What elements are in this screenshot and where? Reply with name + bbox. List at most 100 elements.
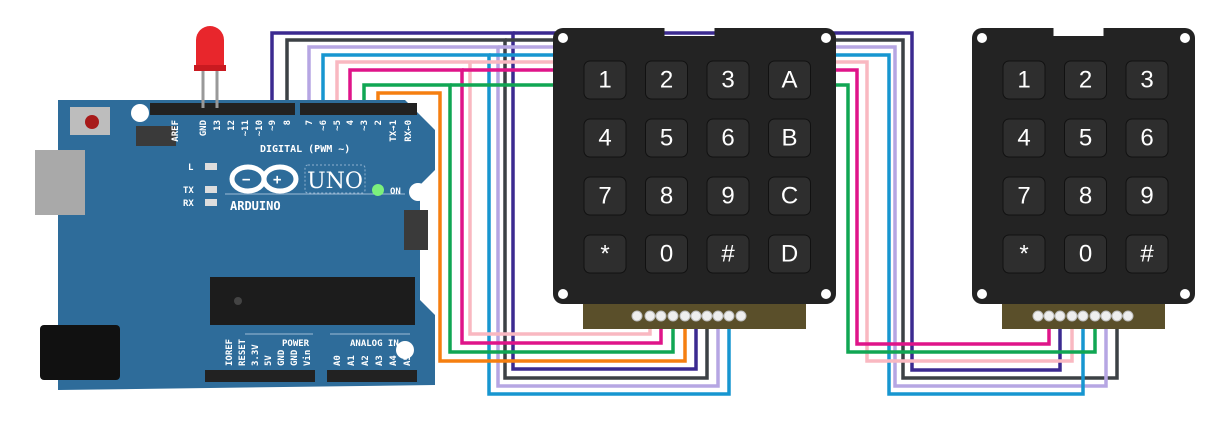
pin-label: GND bbox=[277, 349, 287, 366]
pin-label: 4 bbox=[346, 119, 356, 125]
icsp-header bbox=[136, 126, 176, 146]
key-label: 4 bbox=[598, 125, 611, 152]
pin-label: 2 bbox=[374, 120, 384, 125]
key-label: 8 bbox=[660, 183, 673, 210]
analog-label: ANALOG IN bbox=[350, 339, 399, 349]
key-6[interactable]: 6 bbox=[1125, 118, 1169, 158]
on-label: ON bbox=[390, 187, 401, 197]
led-label-tx: TX bbox=[183, 186, 194, 196]
key-#[interactable]: # bbox=[706, 234, 750, 274]
wire-pin-3-to-keypad-4x4[interactable] bbox=[362, 83, 675, 354]
key-label: 7 bbox=[598, 183, 611, 210]
key-9[interactable]: 9 bbox=[1125, 176, 1169, 216]
key-label: D bbox=[781, 241, 798, 268]
wire-pin-4-to-keypad-4x4[interactable] bbox=[348, 68, 663, 345]
wire-pin-8-to-keypad-4x4[interactable] bbox=[285, 38, 709, 380]
wire-pin-7-to-keypad-4x4[interactable] bbox=[307, 45, 720, 388]
key-label: 1 bbox=[1017, 67, 1030, 94]
key-3[interactable]: 3 bbox=[1125, 60, 1169, 100]
key-label: 6 bbox=[721, 125, 734, 152]
pin-label: ~3 bbox=[360, 120, 370, 131]
key-label: 7 bbox=[1017, 183, 1030, 210]
key-label: 5 bbox=[1079, 125, 1092, 152]
keypad-3x4: 1 2 3 4 5 6 7 8 9 * 0 # bbox=[972, 28, 1195, 329]
pin-label: ~10 bbox=[255, 120, 265, 136]
key-label: 6 bbox=[1140, 125, 1153, 152]
wire-pin-9-to-keypad-4x4[interactable] bbox=[270, 31, 698, 371]
key-7[interactable]: 7 bbox=[583, 176, 627, 216]
pin-label: GND bbox=[199, 119, 209, 136]
key-label: 5 bbox=[660, 125, 673, 152]
key-label: 4 bbox=[1017, 125, 1030, 152]
pin-label: ~9 bbox=[268, 120, 278, 131]
key-label: 8 bbox=[1079, 183, 1092, 210]
power-label: POWER bbox=[282, 339, 310, 349]
key-4[interactable]: 4 bbox=[583, 118, 627, 158]
pin-label: 3.3V bbox=[251, 344, 261, 366]
key-5[interactable]: 5 bbox=[645, 118, 688, 158]
key-2[interactable]: 2 bbox=[645, 60, 688, 100]
arduino-logo: − + bbox=[229, 164, 299, 194]
key-label: 3 bbox=[721, 67, 734, 94]
key-9[interactable]: 9 bbox=[706, 176, 750, 216]
on-led bbox=[372, 184, 384, 196]
key-label: 1 bbox=[598, 67, 611, 94]
key-C[interactable]: C bbox=[768, 176, 811, 216]
key-label: 3 bbox=[1140, 67, 1153, 94]
key-label: 9 bbox=[1140, 183, 1153, 210]
pin-label: 5V bbox=[264, 355, 274, 366]
key-1[interactable]: 1 bbox=[583, 60, 627, 100]
pin-label: A5 bbox=[403, 355, 413, 366]
svg-text:−: − bbox=[242, 172, 250, 188]
key-6[interactable]: 6 bbox=[706, 118, 750, 158]
key-0[interactable]: 0 bbox=[1064, 234, 1107, 274]
key-label: 9 bbox=[721, 183, 734, 210]
pin-label: 7 bbox=[305, 120, 315, 125]
key-*[interactable]: * bbox=[583, 234, 627, 274]
key-1[interactable]: 1 bbox=[1002, 60, 1046, 100]
led-label-rx: RX bbox=[183, 199, 194, 209]
keypad-4x4: 1 2 3 A 4 5 6 B 7 8 9 C * 0 # D bbox=[553, 28, 836, 329]
key-label: 0 bbox=[660, 241, 673, 268]
led-label-l: L bbox=[188, 163, 194, 173]
key-7[interactable]: 7 bbox=[1002, 176, 1046, 216]
wire-pin-5-to-keypad-4x4[interactable] bbox=[335, 60, 652, 336]
key-label: * bbox=[1019, 241, 1028, 268]
key-2[interactable]: 2 bbox=[1064, 60, 1107, 100]
usb-port-outer bbox=[35, 150, 85, 215]
status-leds: L TX RX bbox=[183, 163, 217, 209]
key-8[interactable]: 8 bbox=[1064, 176, 1107, 216]
pin-label: 13 bbox=[213, 120, 223, 131]
key-label: # bbox=[1140, 241, 1154, 268]
pin-label: IOREF bbox=[225, 339, 235, 366]
pin-label: 12 bbox=[227, 120, 237, 131]
key-#[interactable]: # bbox=[1125, 234, 1169, 274]
pin-label: A3 bbox=[375, 355, 385, 366]
digital-header-left bbox=[150, 103, 295, 115]
pin-label: 8 bbox=[283, 120, 293, 125]
pin-label: Vin bbox=[302, 350, 313, 366]
key-5[interactable]: 5 bbox=[1064, 118, 1107, 158]
key-8[interactable]: 8 bbox=[645, 176, 688, 216]
key-D[interactable]: D bbox=[768, 234, 811, 274]
key-3[interactable]: 3 bbox=[706, 60, 750, 100]
svg-text:+: + bbox=[273, 172, 281, 188]
key-4[interactable]: 4 bbox=[1002, 118, 1046, 158]
key-label: C bbox=[781, 183, 798, 210]
pin-label: TX→1 bbox=[389, 120, 399, 142]
wire-pin-6-to-keypad-4x4[interactable] bbox=[321, 53, 731, 396]
key-label: B bbox=[781, 125, 797, 152]
key-0[interactable]: 0 bbox=[645, 234, 688, 274]
key-label: * bbox=[600, 241, 609, 268]
key-*[interactable]: * bbox=[1002, 234, 1046, 274]
pin-label: A1 bbox=[347, 355, 357, 366]
pin-label: AREF bbox=[171, 120, 181, 142]
key-A[interactable]: A bbox=[768, 60, 811, 100]
key-label: # bbox=[721, 241, 735, 268]
pin-label: ~11 bbox=[241, 120, 251, 136]
key-B[interactable]: B bbox=[768, 118, 811, 158]
wire-pin-2-to-keypad-4x4[interactable] bbox=[376, 91, 687, 363]
